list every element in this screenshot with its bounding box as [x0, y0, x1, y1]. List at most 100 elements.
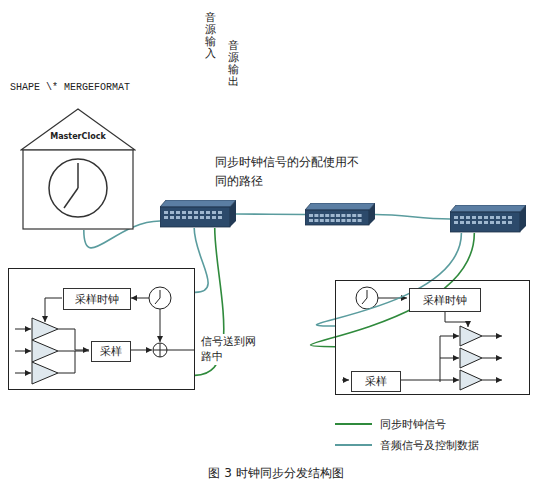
- box-text: 采样时钟: [75, 292, 119, 307]
- switch-port: [502, 221, 506, 224]
- amplifier-triangle: [32, 362, 58, 384]
- field-code: SHAPE \* MERGEFORMAT: [10, 82, 130, 93]
- switch-port: [496, 216, 500, 219]
- clock-hand: [64, 188, 78, 208]
- legend-line-sample: [335, 423, 372, 425]
- switch-port: [496, 221, 500, 224]
- clock-face: [49, 159, 107, 217]
- switch-port: [347, 214, 351, 217]
- signal-bus: [440, 336, 441, 382]
- switch-port: [164, 216, 168, 219]
- signal-wire: [440, 358, 459, 359]
- switch-port: [314, 214, 318, 217]
- switch-port: [176, 211, 180, 214]
- switch-top: [160, 200, 236, 207]
- legend-text: 音频信号及控制数据: [380, 438, 479, 453]
- switch-top: [305, 203, 375, 210]
- left-device-circuit: [15, 287, 195, 384]
- switch-port: [466, 216, 470, 219]
- signal-wire: [167, 350, 195, 351]
- clock-wire: [45, 298, 62, 322]
- clock-hand: [367, 290, 368, 298]
- output-arrow: [482, 336, 502, 337]
- box-text: 采样: [365, 374, 387, 389]
- sampler-box: 采样: [351, 371, 401, 392]
- switch-port: [212, 216, 216, 219]
- adder-cross: [160, 343, 161, 357]
- switch-side: [520, 205, 526, 232]
- switch-port: [454, 221, 458, 224]
- signal-wire: [440, 380, 459, 381]
- switch-port: [325, 219, 329, 222]
- switch-side: [230, 200, 236, 227]
- house-outline: [20, 108, 136, 230]
- switch-port: [320, 214, 324, 217]
- switch-port: [490, 221, 494, 224]
- vertical-note: 音源输入: [205, 12, 216, 60]
- sampler-box: 采样: [91, 341, 131, 362]
- switch-port: [341, 214, 345, 217]
- clock-hand: [77, 163, 79, 188]
- switch-port: [331, 214, 335, 217]
- switch-port: [472, 216, 476, 219]
- network-switch: [450, 205, 526, 233]
- switch-port: [352, 214, 356, 217]
- legend-line-sample: [335, 444, 372, 446]
- switch-port: [164, 211, 168, 214]
- network-switch: [305, 203, 375, 226]
- input-arrow: [15, 351, 31, 352]
- output-device: 采样时钟采样: [335, 280, 530, 395]
- sample-clock-box: 采样时钟: [409, 288, 481, 312]
- switch-port: [478, 221, 482, 224]
- switch-side: [369, 203, 375, 225]
- clock-wire: [160, 309, 161, 342]
- signal-note: 信号送到网路中: [201, 334, 263, 365]
- network-cable: [375, 215, 450, 220]
- switch-port: [309, 219, 313, 222]
- switch-port: [478, 216, 482, 219]
- switch-port: [314, 219, 318, 222]
- master-clock: MasterClock: [20, 108, 136, 230]
- adder-symbol: [153, 343, 167, 357]
- switch-port: [325, 214, 329, 217]
- switch-port: [200, 216, 204, 219]
- signal-wire: [58, 351, 75, 373]
- network-cable: [236, 213, 305, 215]
- switch-port: [176, 216, 180, 219]
- clock-wire: [131, 298, 149, 299]
- signal-wire: [400, 380, 440, 381]
- input-arrow: [15, 373, 31, 374]
- signal-wire: [58, 351, 89, 352]
- switch-port: [194, 211, 198, 214]
- switch-port: [341, 219, 345, 222]
- switch-port: [182, 216, 186, 219]
- legend-samples: [335, 424, 372, 445]
- switch-port: [206, 211, 210, 214]
- signal-wire: [440, 336, 459, 337]
- switch-port: [331, 219, 335, 222]
- legend-text: 同步时钟信号: [380, 417, 446, 432]
- switch-front: [305, 210, 369, 225]
- amplifier-triangle: [460, 370, 482, 390]
- vertical-note: 音源输出: [228, 40, 239, 88]
- switch-port: [454, 216, 458, 219]
- switch-port: [484, 221, 488, 224]
- switch-port: [188, 211, 192, 214]
- output-arrow: [482, 358, 502, 359]
- sample-clock-box: 采样时钟: [63, 288, 131, 310]
- switch-port: [508, 216, 512, 219]
- switch-port: [352, 219, 356, 222]
- clock-hand: [362, 298, 367, 304]
- switch-port: [309, 214, 313, 217]
- switch-front: [450, 212, 520, 232]
- switch-top: [450, 205, 526, 212]
- switch-port: [358, 219, 362, 222]
- switch-port: [466, 221, 470, 224]
- input-arrow: [342, 380, 349, 381]
- switch-port: [460, 221, 464, 224]
- clock-wire: [445, 311, 468, 327]
- switch-port: [358, 214, 362, 217]
